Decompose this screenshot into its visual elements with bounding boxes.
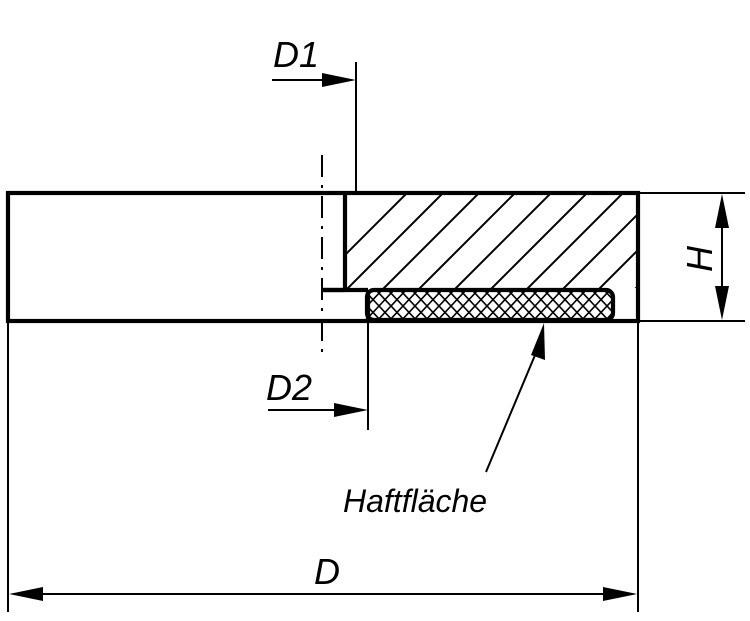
crosshatch-line [459,292,491,318]
crosshatch-line [435,292,467,318]
d-arrowhead-left [9,587,43,601]
d-arrowhead-right [603,587,637,601]
crosshatch-line [579,292,611,318]
crosshatch-line [368,292,395,318]
hatch-line [382,195,479,288]
crosshatch-line [603,292,612,318]
crosshatch-line [368,292,383,318]
crosshatch-line [471,292,503,318]
crosshatch-line [603,292,612,318]
hatch-line [347,195,443,288]
hatch-line [598,249,637,288]
crosshatch-line [628,290,658,322]
d1-label: D1 [273,34,319,75]
crosshatch-line [616,290,646,322]
haftflaeche-label: Haftfläche [343,483,487,519]
adhesive-layer-crosshatch [368,290,658,322]
h-label: H [679,245,720,272]
crosshatch-line [423,292,455,318]
hatch-line [418,195,515,288]
crosshatch-line [447,292,479,318]
hatch-line [526,195,623,288]
crosshatch-line [531,292,563,318]
crosshatch-line [519,292,551,318]
crosshatch-line [591,292,612,318]
crosshatch-line [507,292,539,318]
d2-label: D2 [266,367,312,408]
haftflaeche-leader-line [485,347,539,473]
crosshatch-line [495,292,527,318]
crosshatch-line [411,292,443,318]
crosshatch-line [368,292,383,318]
hatch-line [454,195,551,288]
crosshatch-line [555,292,587,318]
crosshatch-line [399,292,431,318]
d1-arrowhead [322,73,356,87]
hatch-line [490,195,587,288]
hatch-line [347,195,407,255]
hatch-line [634,285,637,288]
h-arrowhead-top [715,194,729,228]
hatch-line [732,190,750,300]
hatch-line [562,213,637,288]
crosshatch-line [375,292,407,318]
crosshatch-line [483,292,515,318]
d2-arrowhead [334,403,368,417]
crosshatch-line [567,292,599,318]
h-arrowhead-bottom [715,286,729,320]
section-hatching [347,190,750,300]
adhesive-layer-outline [364,287,616,323]
crosshatch-line [628,290,658,322]
haftflaeche-arrowhead [531,323,545,360]
d-label: D [314,551,340,592]
hatch-line [660,190,750,300]
crosshatch-line [387,292,419,318]
crosshatch-line [543,292,575,318]
crosshatch-line [616,290,646,322]
